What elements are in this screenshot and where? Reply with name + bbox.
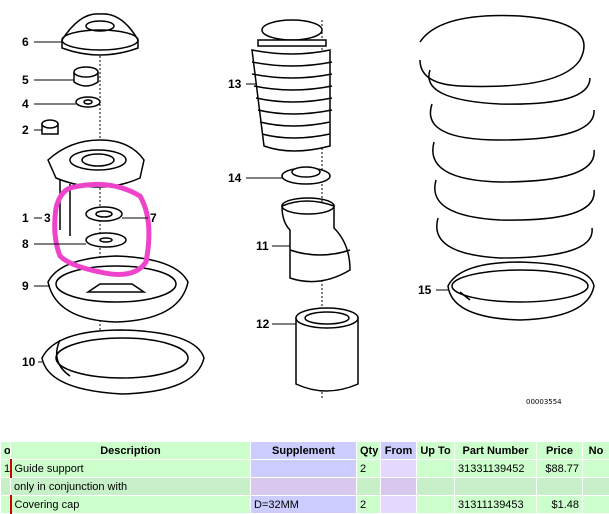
- callout-1: 1: [22, 211, 29, 225]
- callout-4: 4: [22, 97, 29, 111]
- cell-no: [1, 478, 11, 496]
- cell-description[interactable]: Covering cap: [11, 496, 251, 514]
- header-price[interactable]: Price: [537, 442, 583, 460]
- cell-notes: [583, 460, 609, 478]
- parts-table: o. Description Supplement Qty From Up To…: [0, 441, 609, 514]
- header-part-number[interactable]: Part Number: [455, 442, 537, 460]
- table-row[interactable]: 1 Guide support 2 31331139452 $88.77: [1, 460, 609, 478]
- cell-qty: [357, 478, 381, 496]
- cell-notes: [583, 496, 609, 514]
- cell-part-number[interactable]: 31331139452: [455, 460, 537, 478]
- cell-no: [1, 496, 11, 514]
- header-from[interactable]: From: [381, 442, 417, 460]
- header-description[interactable]: Description: [11, 442, 251, 460]
- cell-supplement: D=32MM: [251, 496, 357, 514]
- callout-14: 14: [228, 171, 242, 185]
- cell-part-number[interactable]: 31311139453: [455, 496, 537, 514]
- cell-up-to: [417, 460, 455, 478]
- callout-11: 11: [256, 239, 269, 253]
- header-qty[interactable]: Qty: [357, 442, 381, 460]
- callout-2: 2: [22, 123, 29, 137]
- callout-8: 8: [22, 237, 29, 251]
- table-row[interactable]: only in conjunction with: [1, 478, 609, 496]
- cell-up-to: [417, 496, 455, 514]
- cell-qty: 2: [357, 496, 381, 514]
- cell-price: $88.77: [537, 460, 583, 478]
- cell-description[interactable]: Guide support: [11, 460, 251, 478]
- cell-part-number[interactable]: [455, 478, 537, 496]
- strut-mount-assembly: [42, 14, 204, 394]
- callout-6: 6: [22, 35, 29, 49]
- cell-from: [381, 496, 417, 514]
- header-no: o.: [1, 442, 11, 460]
- header-supplement[interactable]: Supplement: [251, 442, 357, 460]
- header-notes[interactable]: No: [583, 442, 609, 460]
- callout-9: 9: [22, 279, 29, 293]
- callout-3: 3: [44, 211, 51, 225]
- cell-qty: 2: [357, 460, 381, 478]
- cell-notes: [583, 478, 609, 496]
- table-header-row: o. Description Supplement Qty From Up To…: [1, 442, 609, 460]
- bellows-assembly: [252, 20, 358, 400]
- cell-price: $1.48: [537, 496, 583, 514]
- cell-supplement: [251, 460, 357, 478]
- callout-10: 10: [22, 355, 36, 369]
- cell-supplement: [251, 478, 357, 496]
- cell-from: [381, 478, 417, 496]
- callout-7: 7: [150, 211, 157, 225]
- callout-13: 13: [228, 77, 242, 91]
- callout-5: 5: [22, 73, 29, 87]
- parts-diagram: 6 5 4 2 1 3 7 8 9 10 13 14 11 12 15 0000…: [0, 0, 609, 440]
- table-row[interactable]: Covering cap D=32MM 2 31311139453 $1.48: [1, 496, 609, 514]
- header-up-to[interactable]: Up To: [417, 442, 455, 460]
- cell-price: [537, 478, 583, 496]
- callout-12: 12: [256, 317, 270, 331]
- callout-15: 15: [418, 283, 432, 297]
- coil-spring: [420, 16, 594, 320]
- cell-no: 1: [1, 460, 11, 478]
- diagram-reference-code: 00003554: [526, 398, 562, 406]
- cell-up-to: [417, 478, 455, 496]
- cell-from: [381, 460, 417, 478]
- cell-description[interactable]: only in conjunction with: [11, 478, 251, 496]
